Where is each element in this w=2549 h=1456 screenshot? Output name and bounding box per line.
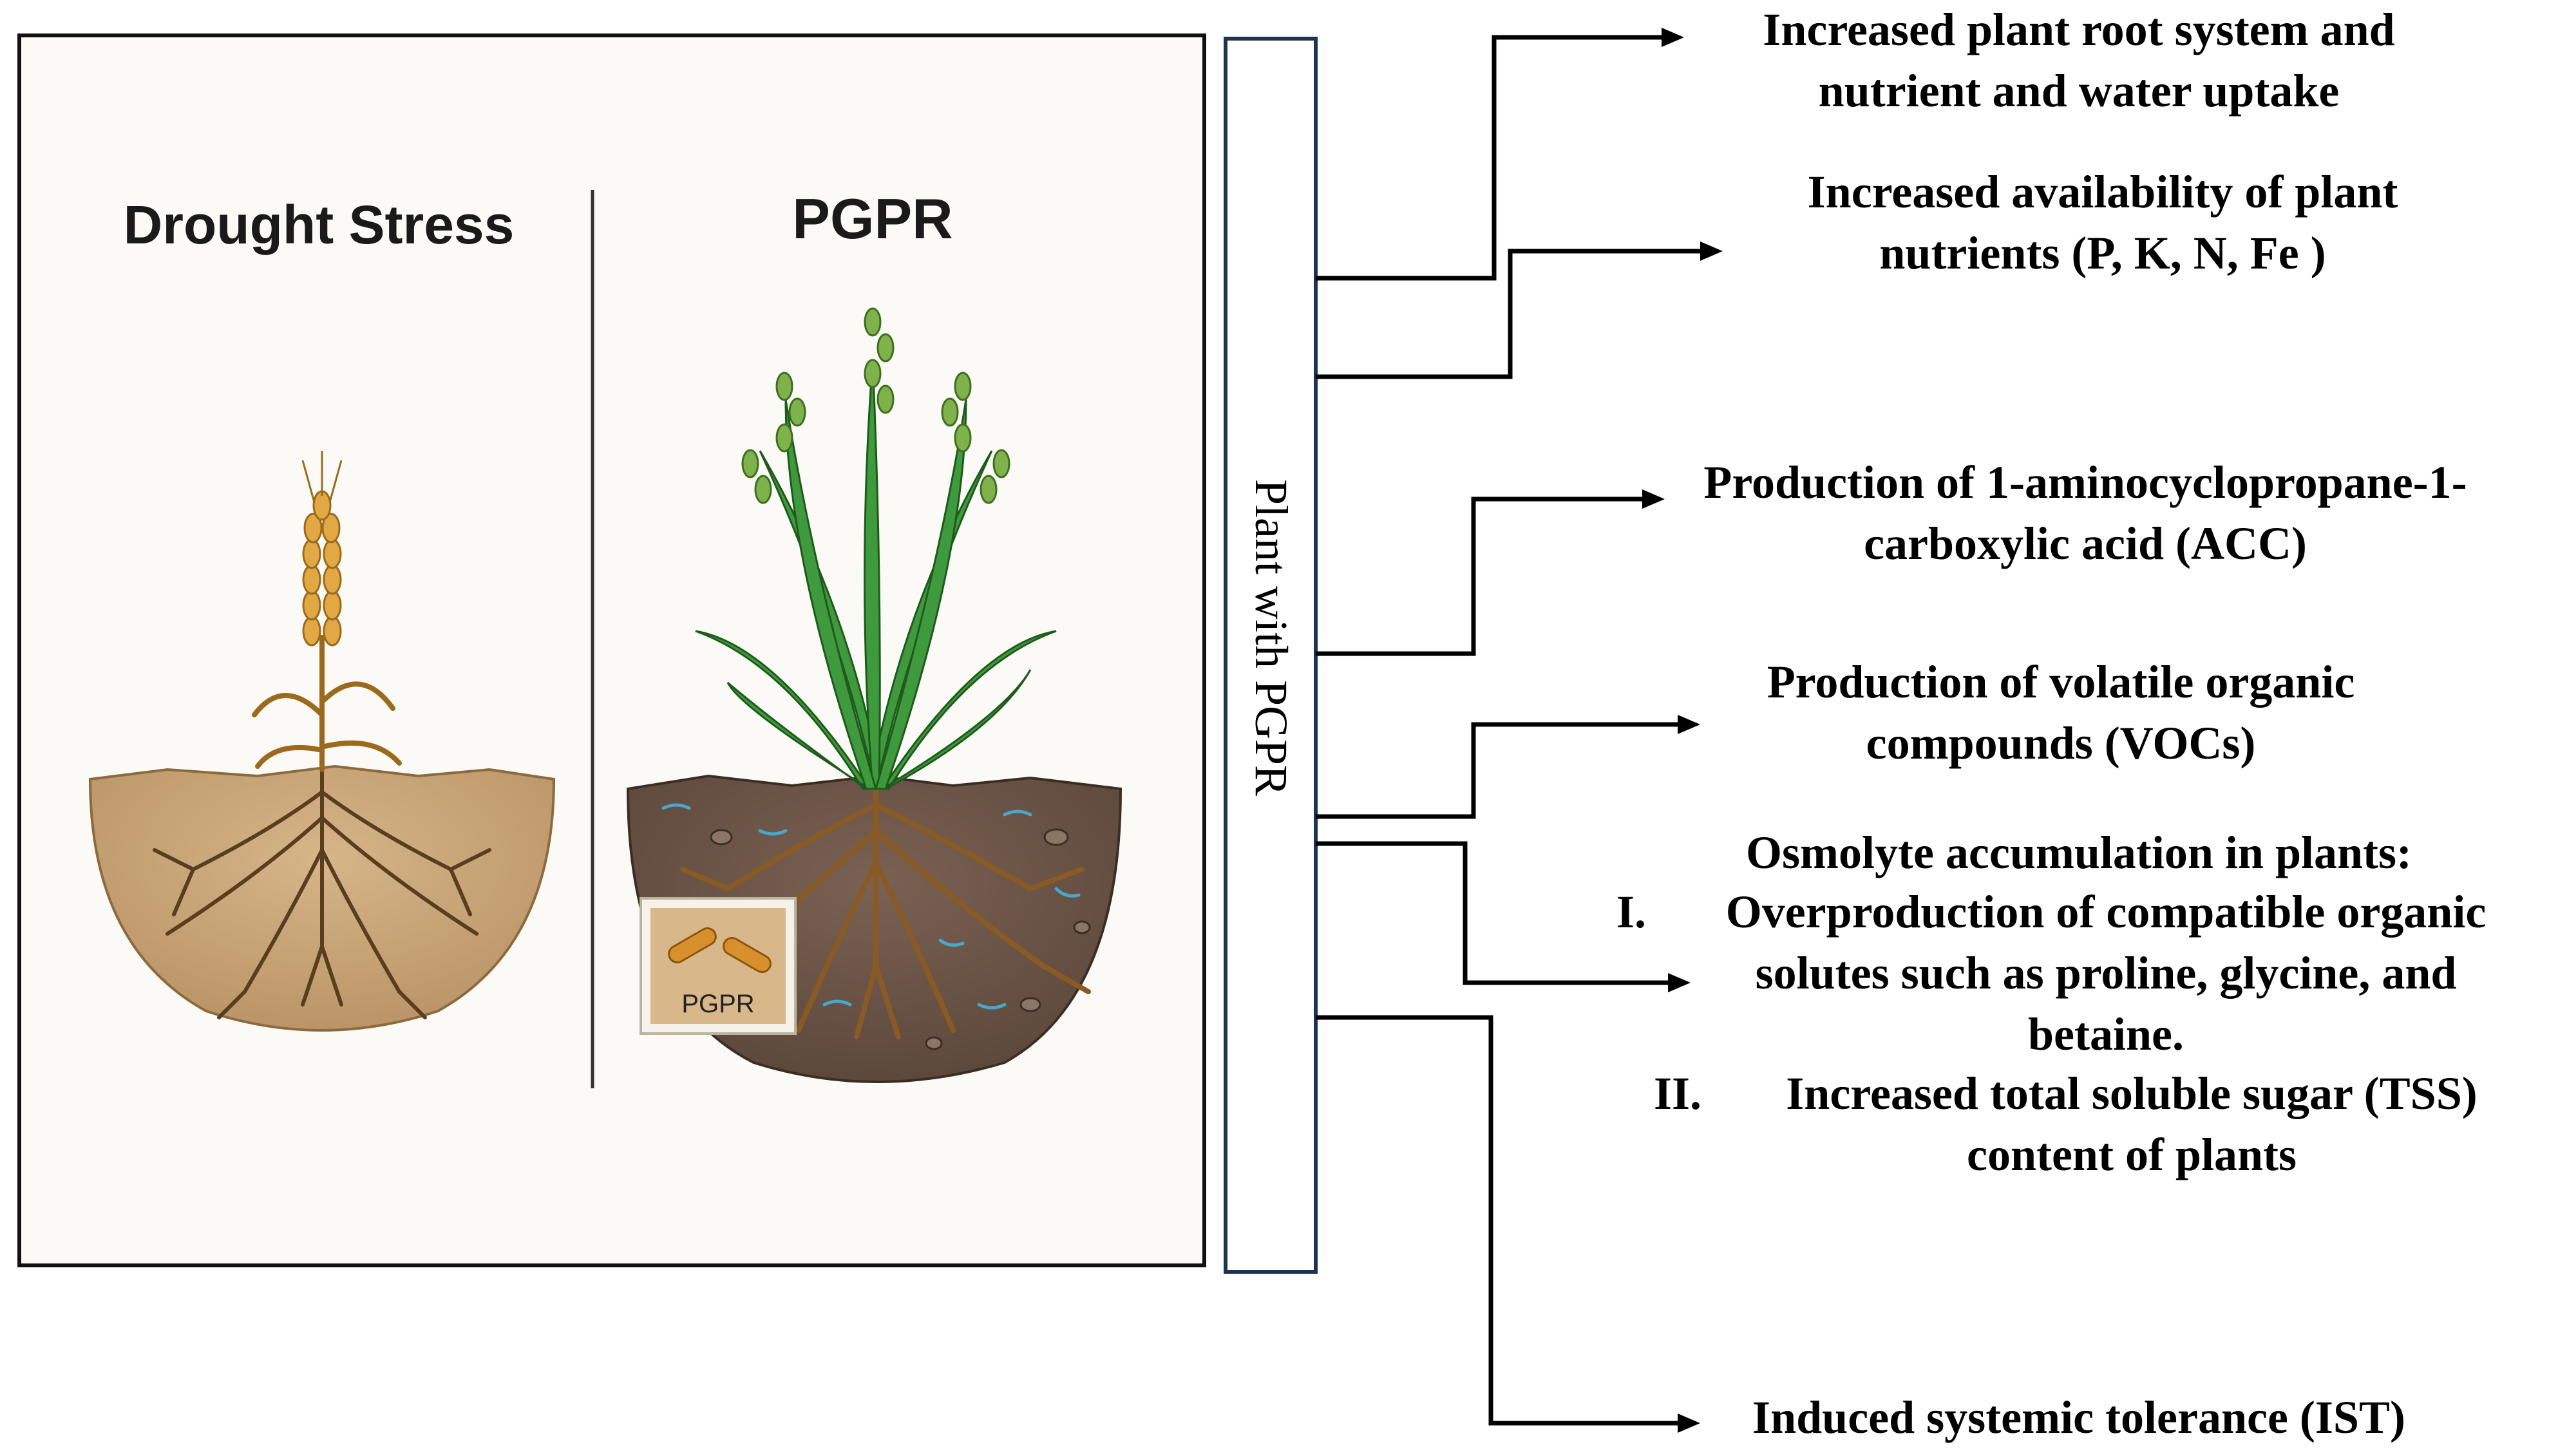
osmolyte-item-2-marker: II. [1654,1068,1701,1119]
connector-acc [1316,496,1645,656]
arrow-osmolytes [1668,973,1691,992]
outcome-ist: Induced systemic tolerance (IST) [1752,1392,2405,1443]
healthy-roots [674,786,1091,1039]
plant-with-pgpr-label: Plant with PGPR [1246,479,1297,796]
arrow-ist [1678,1413,1700,1433]
connector-nutrient-availability [1316,249,1703,379]
connector-ist [1316,1015,1681,1426]
arrow-root-uptake [1662,28,1684,47]
outcome-vocs-line-1: Production of volatile organic [1767,656,2355,708]
outcome-root-uptake-line-2: nutrient and water uptake [1819,65,2340,117]
pgpr-treated-plant: PGPR [626,307,1123,1083]
osmolyte-item-1-marker: I. [1616,886,1646,938]
connector-osmolytes [1316,841,1671,985]
bacteria-icon [668,927,772,973]
connector-lines [1316,35,1703,1426]
osmolyte-item-1-line-1: Overproduction of compatible organic [1726,886,2487,938]
osmolyte-item-2-line-1: Increased total soluble sugar (TSS) [1786,1068,2477,1119]
arrow-nutrient-availability [1700,241,1723,261]
outcome-root-uptake: Increased plant root system and nutrient… [1763,4,2394,117]
outcome-nutrient-availability-line-1: Increased availability of plant [1808,166,2398,218]
osmolyte-item-1-line-2: solutes such as proline, glycine, and [1756,947,2457,999]
outcome-vocs: Production of volatile organic compounds… [1767,656,2355,769]
outcome-vocs-line-2: compounds (VOCs) [1866,717,2256,769]
outcome-acc-line-1: Production of 1-aminocyclopropane-1- [1703,457,2467,508]
outcome-osmolytes: Osmolyte accumulation in plants: I. Over… [1616,827,2486,1180]
connector-root-uptake [1316,35,1665,281]
green-leaves [695,360,1057,790]
outcome-acc: Production of 1-aminocyclopropane-1- car… [1703,457,2467,569]
osmolyte-item-2-line-2: content of plants [1967,1129,2297,1180]
plant-with-pgpr-box [1224,37,1318,1274]
arrow-acc [1642,489,1665,509]
arrow-vocs [1678,715,1700,734]
connector-vocs [1316,722,1681,819]
outcome-acc-line-2: carboxylic acid (ACC) [1864,518,2307,569]
outcome-nutrient-availability: Increased availability of plant nutrient… [1808,166,2398,279]
water-traces [661,803,1081,1010]
pgpr-badge-label: PGPR [681,990,754,1018]
drought-stress-title: Drought Stress [124,194,515,255]
pgpr-badge: PGPR [640,897,797,1035]
connector-arrowheads [1642,28,1723,1433]
drought-stressed-plant [88,451,556,1032]
dry-roots [153,768,491,1019]
outcome-osmolytes-heading: Osmolyte accumulation in plants: [1746,827,2412,878]
outcome-nutrient-availability-line-2: nutrients (P, K, N, Fe ) [1879,227,2326,279]
outcome-root-uptake-line-1: Increased plant root system and [1763,4,2394,55]
dry-wheat-head [301,451,343,647]
soil-pebbles [710,828,1091,1050]
pgpr-panel-title: PGPR [792,187,952,251]
osmolyte-item-1-line-3: betaine. [2028,1008,2184,1060]
dry-stem [252,635,402,772]
outcome-ist-line-1: Induced systemic tolerance (IST) [1752,1392,2405,1443]
